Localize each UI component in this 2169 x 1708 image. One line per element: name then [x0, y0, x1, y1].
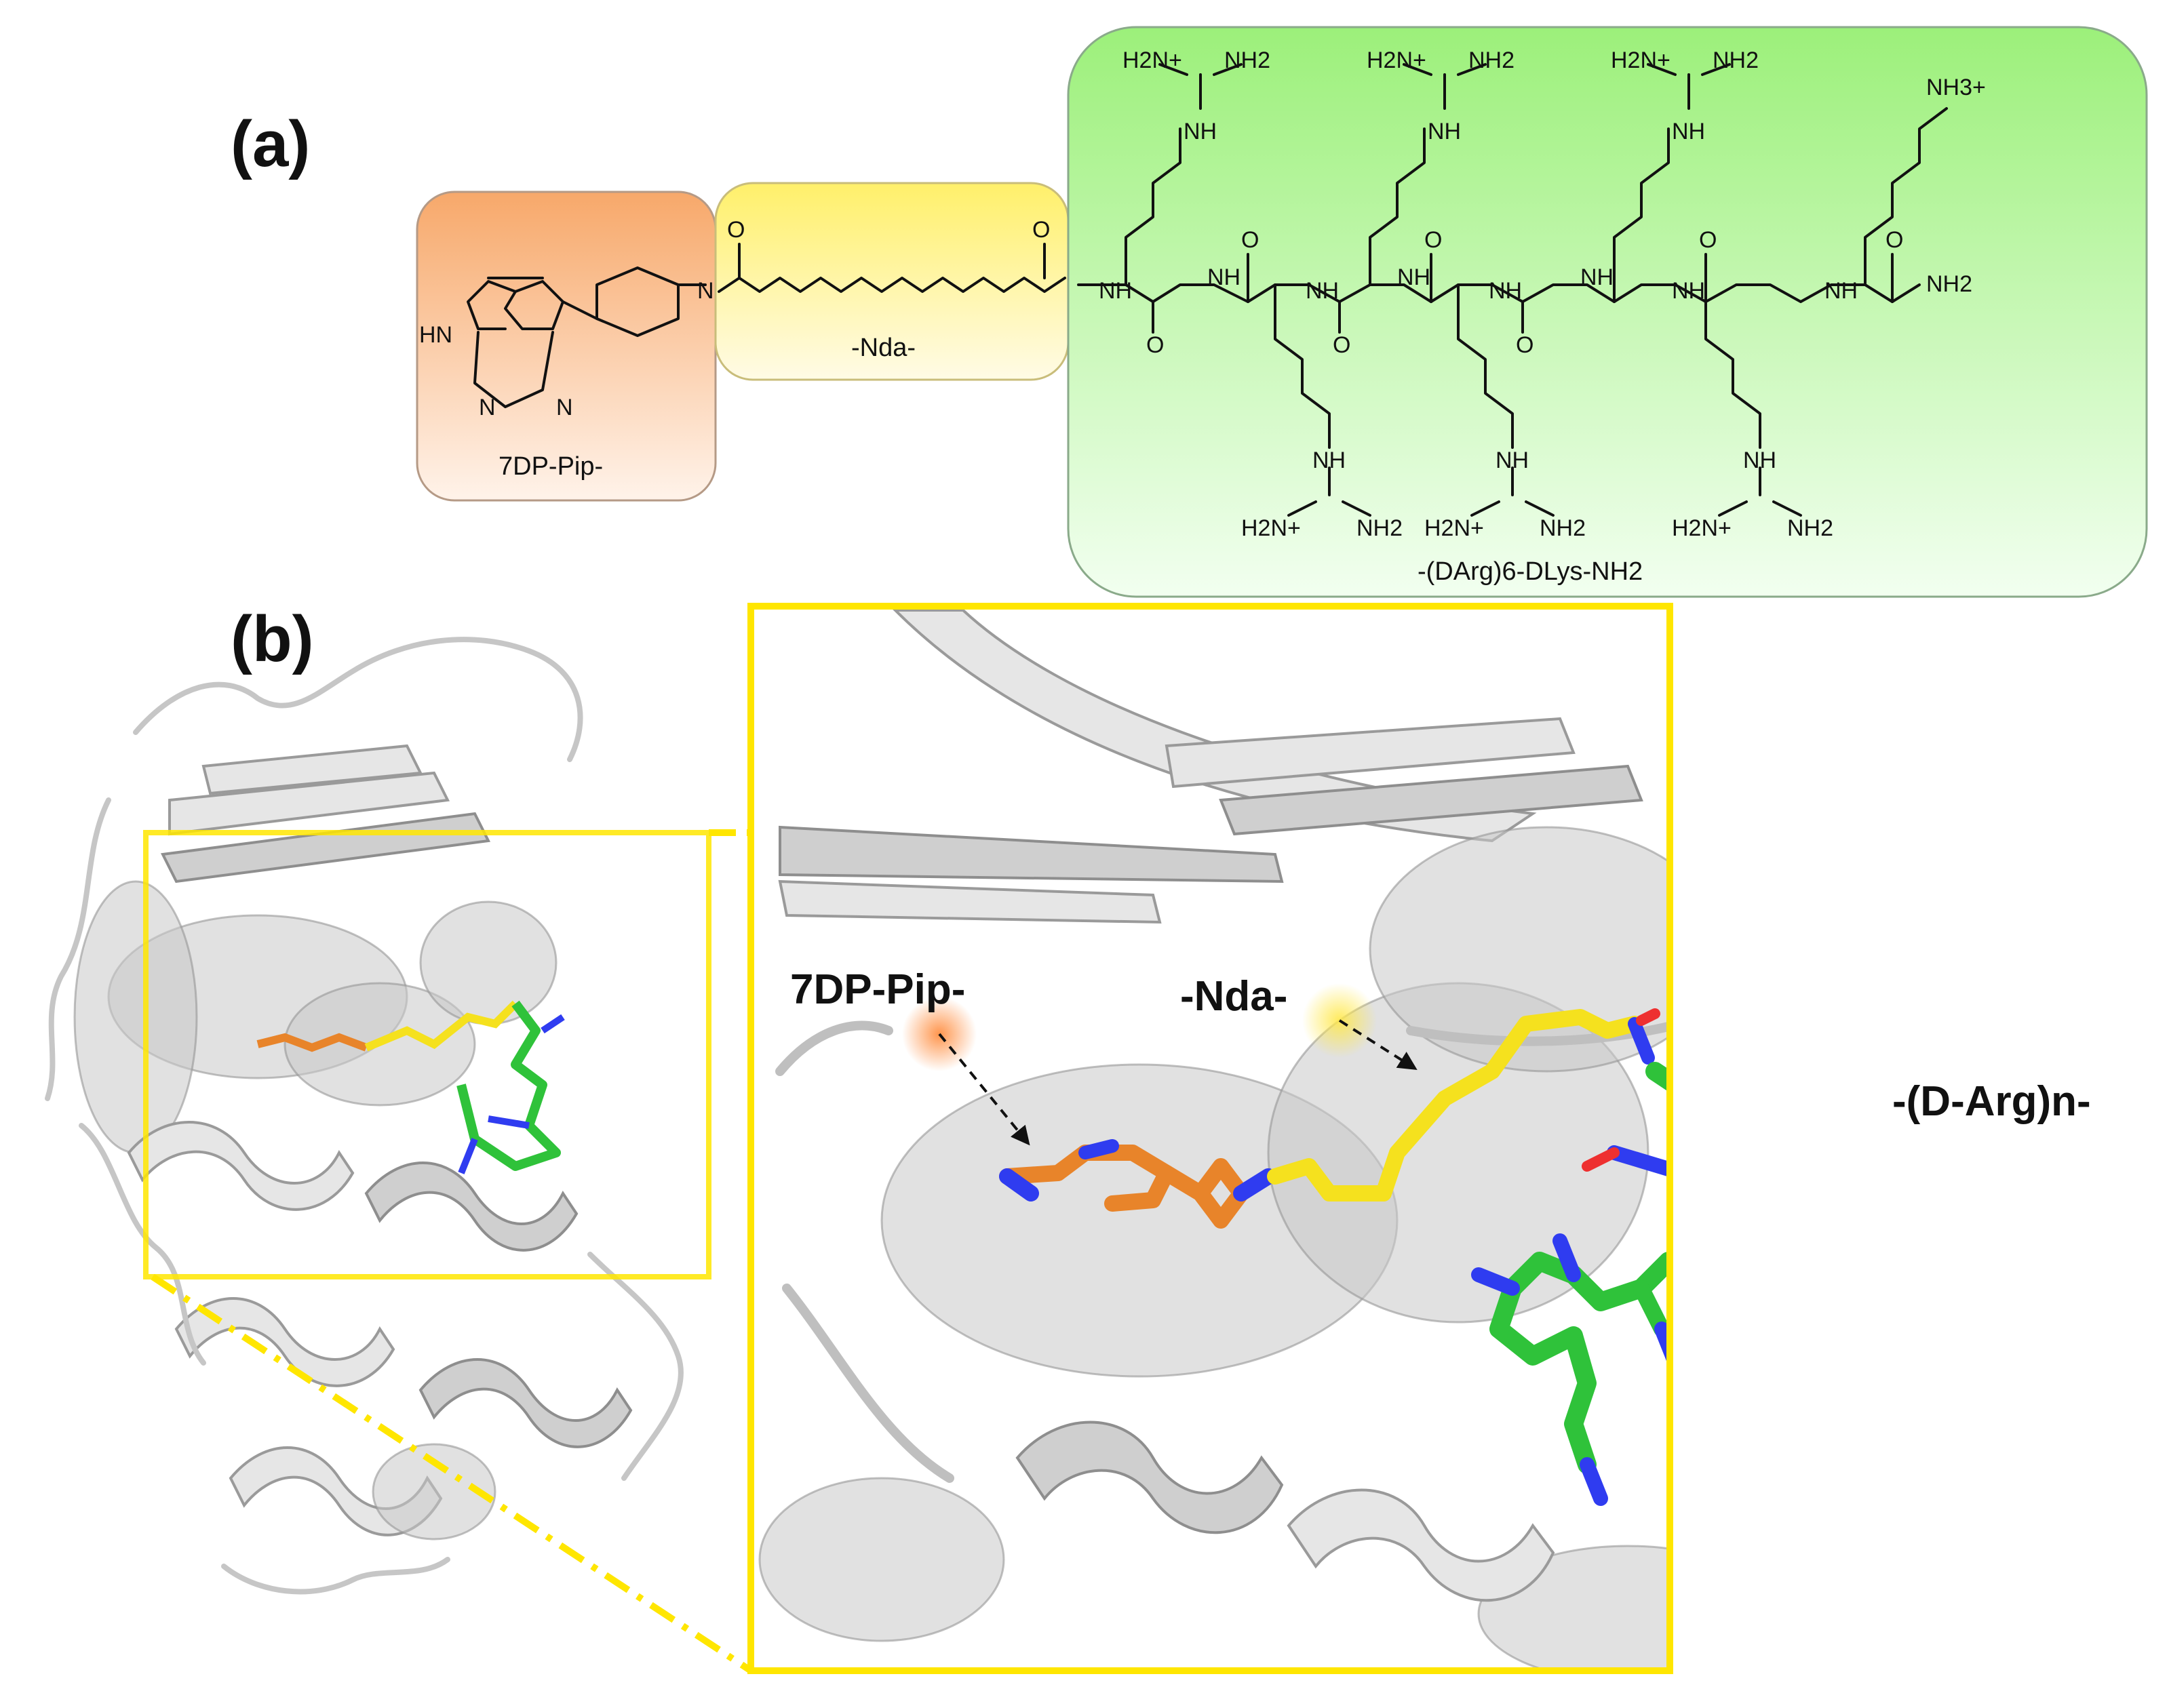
hn-atom: HN [419, 322, 452, 348]
arg-arrow [1811, 1122, 1953, 1210]
nh-atom-2: NH [1207, 264, 1240, 290]
nda-fragment-label: -Nda- [851, 334, 916, 362]
h2n-plus-top-1: H2N+ [1122, 47, 1182, 73]
n-atom-2: N [556, 395, 573, 420]
h2n-plus-bottom-3: H2N+ [1672, 515, 1732, 541]
o-atom-5: O [1333, 332, 1350, 358]
o-atom-7: O [1516, 332, 1533, 358]
o-atom-4: O [1241, 227, 1259, 253]
n-atom-3: N [697, 278, 714, 304]
nda-annotation-label: -Nda- [1180, 973, 1287, 1020]
nh2-top-2: NH2 [1468, 47, 1515, 73]
nh2-top-1: NH2 [1224, 47, 1270, 73]
o-atom-6: O [1424, 227, 1442, 253]
panel-a: (a) HN N N N 7DP-Pip- O O -Nda- [231, 26, 2148, 598]
nh-guan-bottom-1: NH [1312, 448, 1346, 473]
nh-atom-3: NH [1306, 278, 1339, 304]
panel-a-label: (a) [231, 108, 310, 180]
o-atom-8: O [1699, 227, 1717, 253]
h2n-plus-top-2: H2N+ [1367, 47, 1426, 73]
panel-b-label: (b) [231, 603, 314, 675]
deazapurine-structure [467, 266, 707, 408]
o-atom-3: O [1146, 332, 1164, 358]
zoomed-binding-site [751, 606, 1953, 1671]
peptide-fragment-box [1067, 26, 2148, 598]
h2n-plus-bottom-1: H2N+ [1241, 515, 1301, 541]
pip-fragment-label: 7DP-Pip- [499, 452, 603, 481]
h2n-plus-top-3: H2N+ [1611, 47, 1670, 73]
nh2-top-3: NH2 [1713, 47, 1759, 73]
peptide-fragment-label: -(DArg)6-DLys-NH2 [1418, 557, 1643, 586]
nh2-bottom-2: NH2 [1540, 515, 1586, 541]
pip-arrow [938, 1033, 1030, 1146]
zoom-frame [747, 603, 1673, 1674]
nh-guan-top-2: NH [1428, 119, 1461, 144]
nh-guan-top-3: NH [1672, 119, 1705, 144]
nh-atom-4: NH [1397, 264, 1430, 290]
pip-ligand-sticks [999, 1139, 1276, 1229]
o-atom-1: O [727, 217, 745, 243]
nh-guan-bottom-3: NH [1743, 448, 1776, 473]
arg-ligand-sticks [1471, 1062, 1670, 1506]
o-atom-2: O [1032, 217, 1050, 243]
nh3-plus-atom: NH3+ [1926, 75, 1986, 100]
nh-guan-bottom-2: NH [1496, 448, 1529, 473]
panel-b: (b) [45, 603, 2091, 1674]
nh2-bottom-3: NH2 [1787, 515, 1833, 541]
protein-overview [45, 637, 684, 1595]
zoom-connector-bottom [151, 1273, 753, 1674]
pip-annotation-label: 7DP-Pip- [790, 966, 965, 1013]
n-atom-1: N [479, 395, 496, 420]
h2n-plus-bottom-2: H2N+ [1424, 515, 1484, 541]
arg-annotation-label: -(D-Arg)n- [1892, 1078, 2091, 1125]
overview-selection-box [143, 830, 711, 1279]
nh-atom-6: NH [1580, 264, 1614, 290]
nda-arrow [1338, 1019, 1418, 1071]
peptide-backbone-structure [1077, 63, 1948, 517]
nda-chain-structure [718, 243, 1066, 293]
nh-atom-8: NH [1824, 278, 1858, 304]
nh-atom-1: NH [1099, 278, 1132, 304]
nh-guan-top-1: NH [1184, 119, 1217, 144]
nda-ligand-sticks [1267, 1008, 1660, 1201]
nh2-bottom-1: NH2 [1356, 515, 1403, 541]
nh2-terminal-atom: NH2 [1926, 271, 1972, 297]
nh-atom-5: NH [1489, 278, 1522, 304]
nh-atom-7: NH [1672, 278, 1705, 304]
o-atom-9: O [1885, 227, 1903, 253]
